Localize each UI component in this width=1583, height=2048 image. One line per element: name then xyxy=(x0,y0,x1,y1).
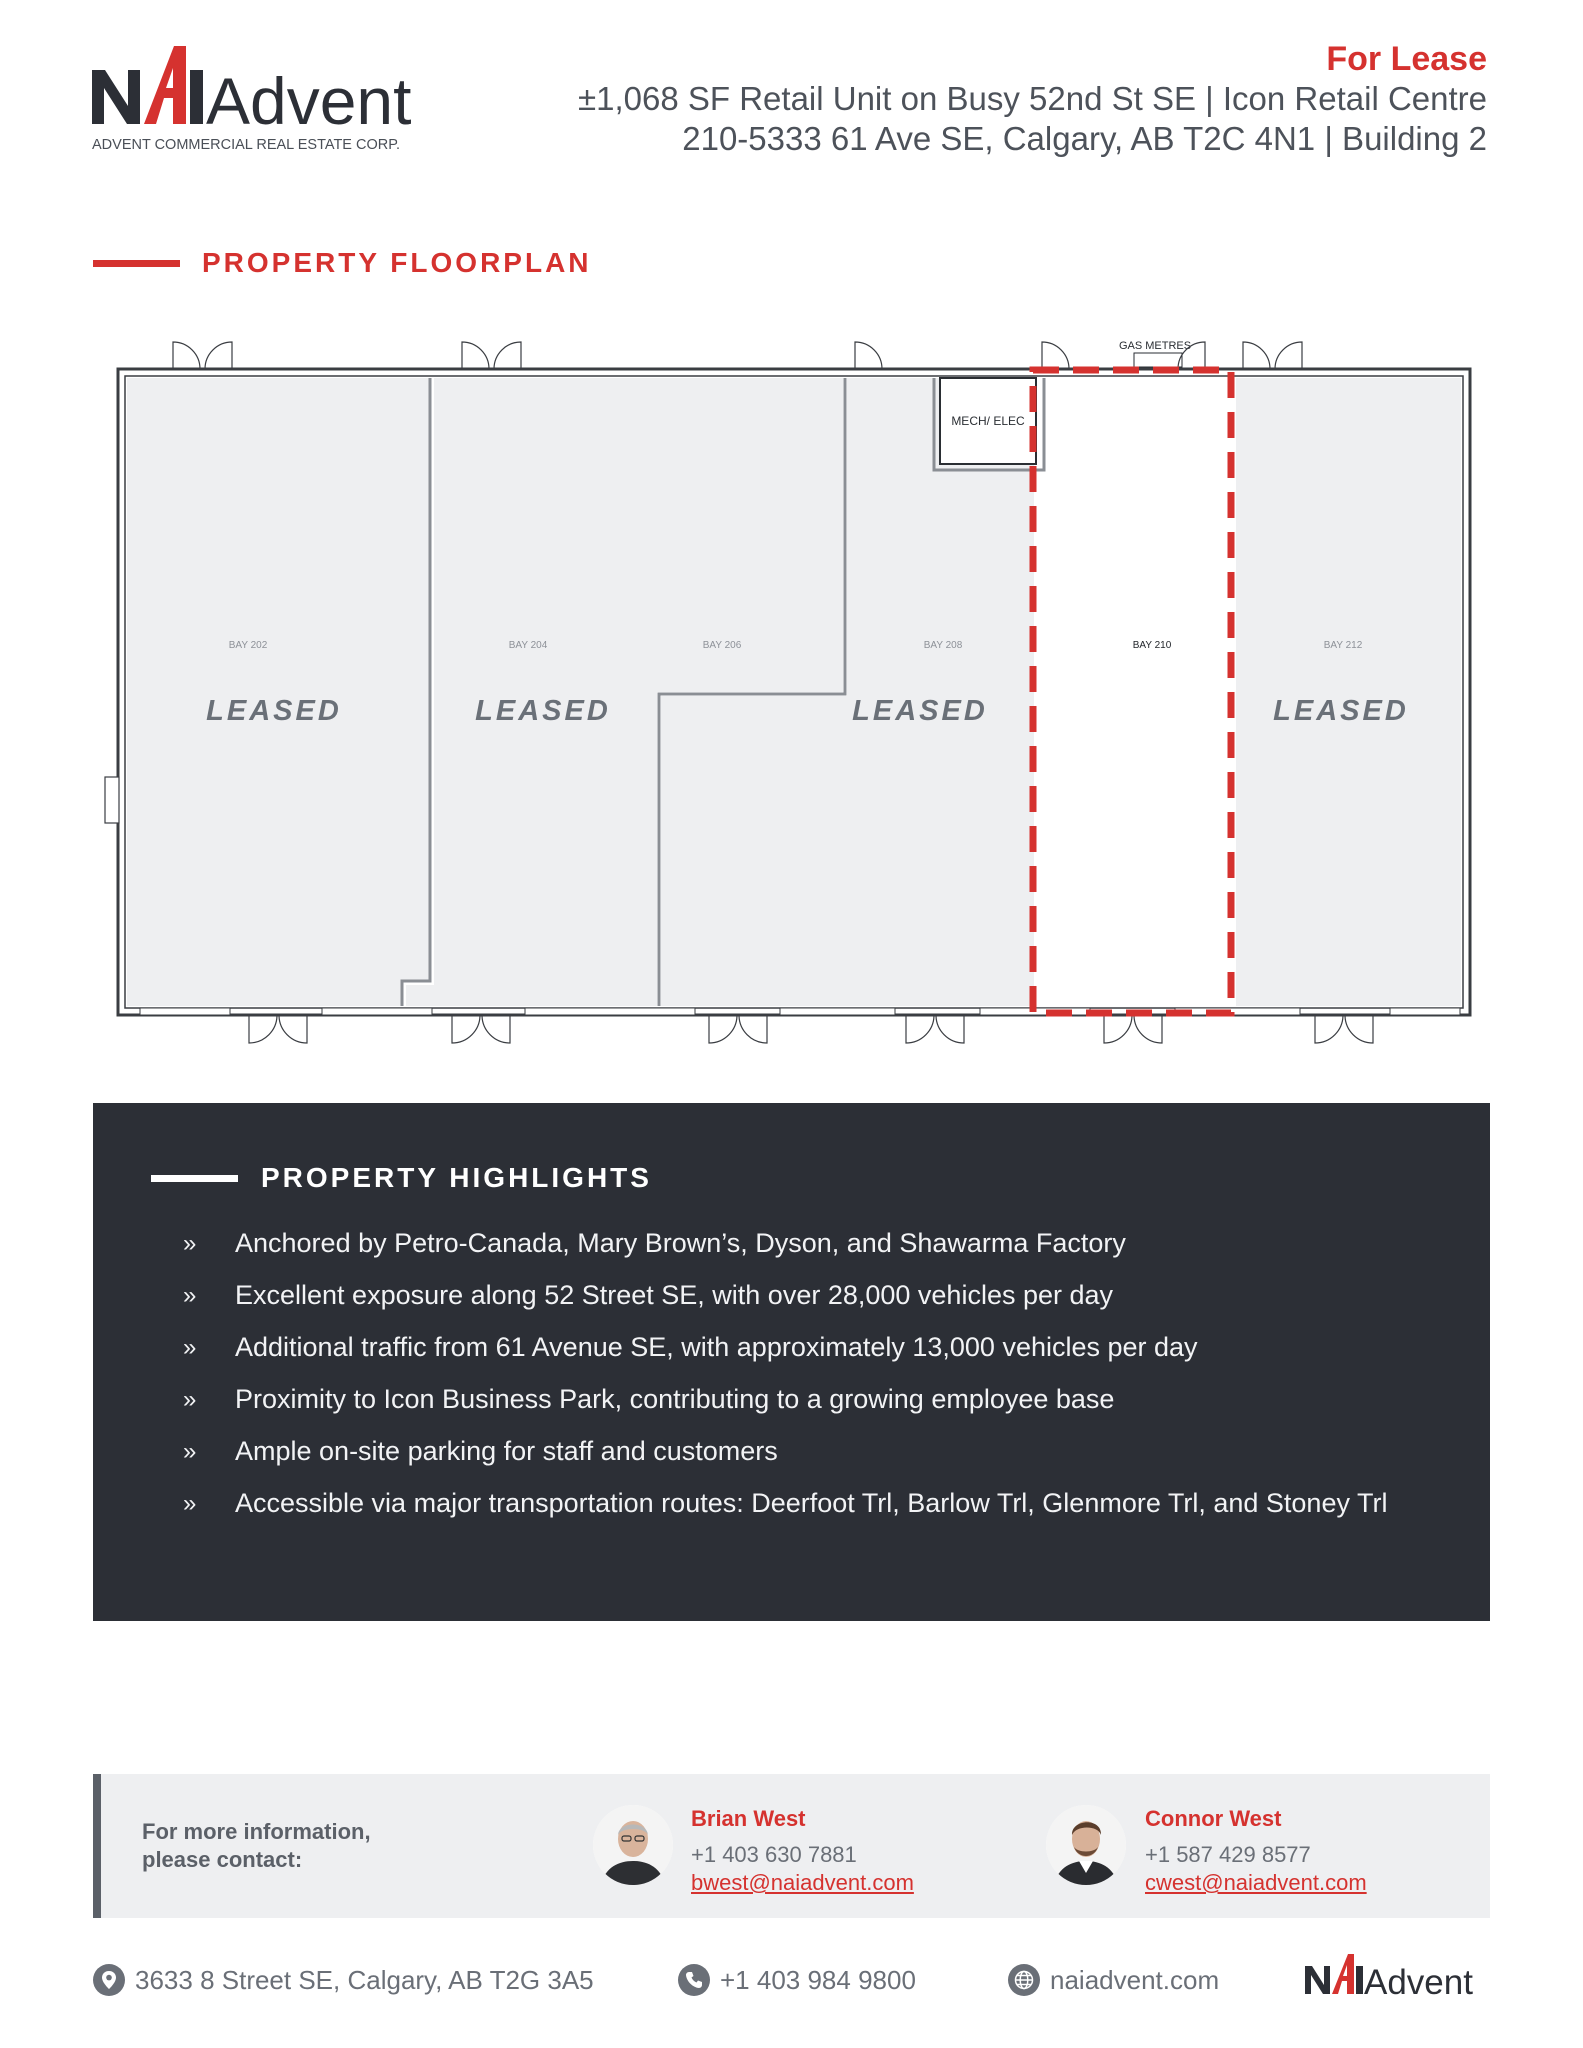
list-item: »Anchored by Petro-Canada, Mary Brown’s,… xyxy=(183,1228,1126,1258)
svg-text:ADVENT COMMERCIAL REAL ESTATE: ADVENT COMMERCIAL REAL ESTATE CORP. xyxy=(92,137,400,153)
floorplan-section-title: PROPERTY FLOORPLAN xyxy=(202,247,592,278)
leased-label: LEASED xyxy=(1273,695,1409,727)
contact-label: For more information, please contact: xyxy=(142,1819,371,1872)
contact-panel: For more information, please contact: Br… xyxy=(93,1774,1490,1918)
agent-email-link[interactable]: cwest@naiadvent.com xyxy=(1145,1870,1367,1895)
agent-email-link[interactable]: bwest@naiadvent.com xyxy=(691,1870,914,1895)
property-floorplan: MECH/ ELEC GAS METRES BAY 202 BAY 204 BA… xyxy=(104,340,1472,1044)
footer-nai-advent-logo: Advent xyxy=(1305,1954,1473,2002)
bay-label: BAY 208 xyxy=(924,640,963,651)
agent-name: Brian West xyxy=(691,1806,806,1831)
bay-label: BAY 212 xyxy=(1324,640,1363,651)
section-accent-bar xyxy=(151,1175,238,1182)
list-item: »Excellent exposure along 52 Street SE, … xyxy=(183,1280,1114,1310)
office-address: 3633 8 Street SE, Calgary, AB T2G 3A5 xyxy=(135,1965,594,1995)
phone-icon xyxy=(678,1964,710,1996)
bay-label: BAY 206 xyxy=(703,640,742,651)
highlights-list: »Anchored by Petro-Canada, Mary Brown’s,… xyxy=(183,1228,1387,1540)
list-item: »Ample on-site parking for staff and cus… xyxy=(183,1436,778,1466)
globe-icon xyxy=(1008,1964,1040,1996)
section-accent-bar xyxy=(93,260,180,267)
gas-metres-label: GAS METRES xyxy=(1119,340,1191,352)
list-item: »Proximity to Icon Business Park, contri… xyxy=(183,1384,1115,1414)
bay-label-available: BAY 210 xyxy=(1133,640,1172,651)
website-link[interactable]: naiadvent.com xyxy=(1050,1965,1220,1995)
office-phone[interactable]: +1 403 984 9800 xyxy=(720,1965,916,1995)
leased-label: LEASED xyxy=(852,695,988,727)
bullet-icon: » xyxy=(183,1230,197,1257)
highlights-section-title: PROPERTY HIGHLIGHTS xyxy=(261,1162,652,1193)
agent-phone[interactable]: +1 587 429 8577 xyxy=(1145,1842,1311,1867)
svg-text:Advent: Advent xyxy=(1364,1963,1473,2002)
listing-address: 210-5333 61 Ave SE, Calgary, AB T2C 4N1 … xyxy=(682,120,1487,157)
agent-phone[interactable]: +1 403 630 7881 xyxy=(691,1842,857,1867)
bullet-icon: » xyxy=(183,1386,197,1413)
bay-label: BAY 202 xyxy=(229,640,268,651)
leased-label: LEASED xyxy=(475,695,611,727)
svg-text:Advent: Advent xyxy=(206,64,411,138)
agent-name: Connor West xyxy=(1145,1806,1282,1831)
bullet-icon: » xyxy=(183,1334,197,1361)
leased-label: LEASED xyxy=(206,695,342,727)
bullet-icon: » xyxy=(183,1490,197,1517)
listing-headline: ±1,068 SF Retail Unit on Busy 52nd St SE… xyxy=(578,80,1487,117)
for-lease-label: For Lease xyxy=(1326,40,1487,78)
list-item: »Accessible via major transportation rou… xyxy=(183,1488,1388,1518)
bullet-icon: » xyxy=(183,1438,197,1465)
location-pin-icon xyxy=(93,1964,125,1996)
agent-photo-avatar xyxy=(1046,1805,1126,1885)
list-item: »Additional traffic from 61 Avenue SE, w… xyxy=(183,1332,1198,1362)
mech-elec-label: MECH/ ELEC xyxy=(951,414,1025,428)
bullet-icon: » xyxy=(183,1282,197,1309)
agent-photo-avatar xyxy=(593,1805,673,1885)
contact-accent-bar xyxy=(93,1774,101,1918)
bay-label: BAY 204 xyxy=(509,640,548,651)
nai-advent-logo: Advent ADVENT COMMERCIAL REAL ESTATE COR… xyxy=(92,46,411,153)
property-highlights-panel: PROPERTY HIGHLIGHTS »Anchored by Petro-C… xyxy=(93,1103,1490,1621)
